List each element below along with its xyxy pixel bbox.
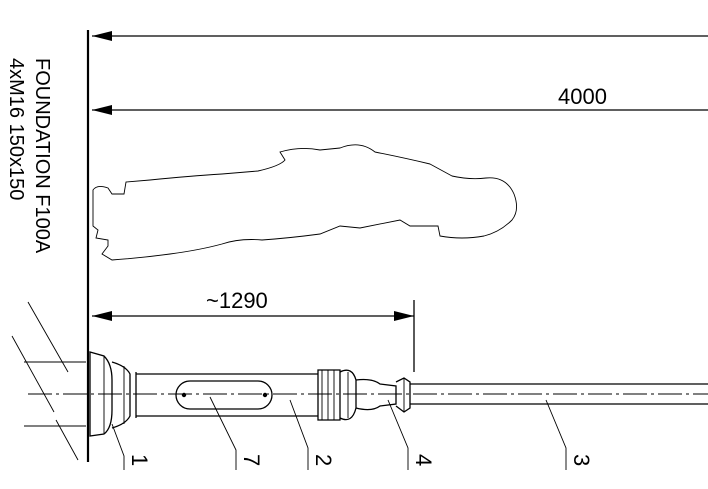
- callout-1: 1: [111, 423, 152, 470]
- callout-2-label: 2: [311, 454, 336, 466]
- upper-pole: [410, 383, 708, 405]
- decorative-collar: [317, 369, 411, 421]
- foundation-line-1: FOUNDATION F100A: [31, 58, 53, 254]
- callout-4: 4: [387, 399, 436, 470]
- human-scale-figure: [92, 144, 517, 261]
- dimension-4000: 4000: [92, 84, 708, 115]
- foundation-block: [11, 335, 86, 461]
- dimension-1290-label: ~1290: [206, 288, 268, 313]
- callout-1-label: 1: [127, 454, 152, 466]
- callout-7-label: 7: [239, 454, 264, 466]
- callout-7: 7: [209, 396, 264, 470]
- dimension-1290: ~1290: [92, 288, 415, 372]
- pole-shaft: [136, 373, 318, 417]
- access-door: [175, 380, 273, 410]
- callout-3-label: 3: [569, 454, 594, 466]
- callout-4-label: 4: [411, 454, 436, 466]
- foundation-note: FOUNDATION F100A 4xM16 150x150: [5, 58, 69, 373]
- dimension-4000-label: 4000: [558, 84, 607, 109]
- callout-3: 3: [545, 399, 594, 470]
- callout-2: 2: [289, 399, 336, 470]
- base-flange: [89, 351, 137, 437]
- overall-dimension: [92, 31, 708, 41]
- foundation-line-2: 4xM16 150x150: [5, 58, 27, 200]
